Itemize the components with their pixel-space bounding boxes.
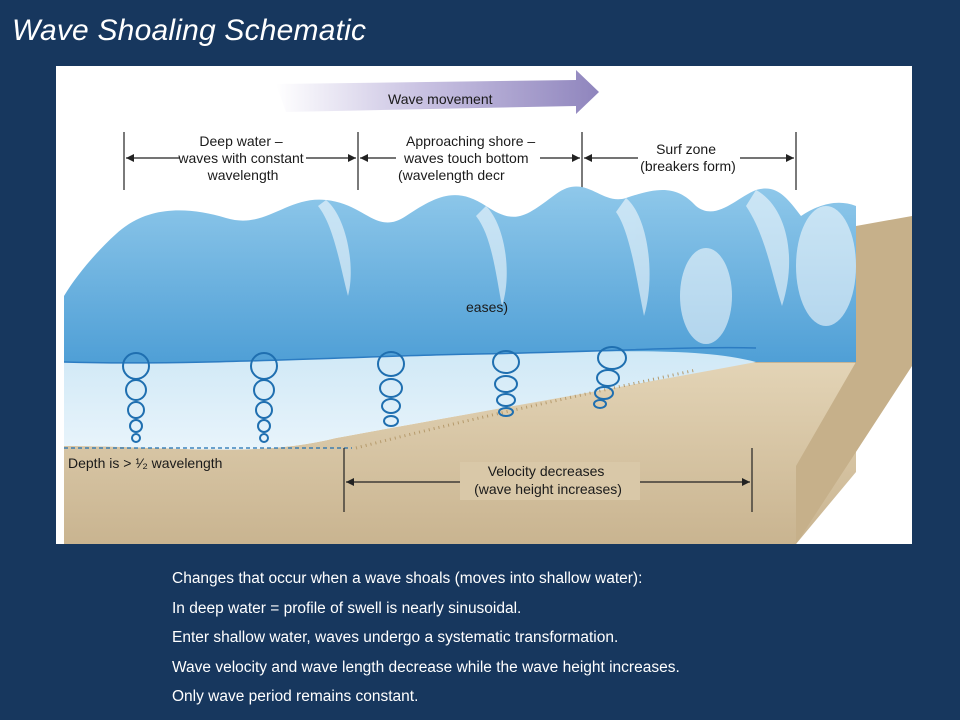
slide-title: Wave Shoaling Schematic	[12, 14, 367, 47]
wave-surface	[63, 186, 856, 364]
orbit-column-2	[250, 352, 278, 443]
orbit-column-3	[377, 351, 405, 427]
depth-label: Depth is > ¹⁄₂ wavelength	[68, 455, 222, 471]
orbit-column-4	[492, 350, 520, 417]
note-line: Changes that occur when a wave shoals (m…	[172, 570, 643, 587]
note-line: Enter shallow water, waves undergo a sys…	[172, 629, 619, 646]
zone-surf-label: Surf zone (breakers form)	[640, 141, 736, 174]
shoaling-diagram: Wave movement Deep water – waves with co…	[56, 66, 912, 544]
orbit-column-1	[122, 352, 150, 443]
velocity-label: Velocity decreases (wave height increase…	[474, 463, 622, 497]
orbit-column-5	[593, 346, 627, 409]
orbital-motion	[122, 346, 627, 443]
zone-brackets	[123, 132, 797, 190]
depth-line: Depth is > ¹⁄₂ wavelength	[64, 447, 352, 471]
velocity-bracket: Velocity decreases (wave height increase…	[343, 448, 753, 512]
underwater-region	[64, 347, 756, 450]
note-line: In deep water = profile of swell is near…	[172, 599, 522, 617]
wave-movement-arrow: Wave movement	[276, 70, 599, 114]
note-line: Wave velocity and wave length decrease w…	[172, 658, 680, 676]
zone-deep-label: Deep water – waves with constant wavelen…	[177, 133, 307, 183]
notes-list: Changes that occur when a wave shoals (m…	[172, 564, 932, 712]
note-line: Only wave period remains constant.	[172, 688, 419, 705]
arrow-label: Wave movement	[388, 91, 493, 107]
zone-approach-label-cont: eases)	[466, 299, 508, 315]
zone-approach-label: Approaching shore – waves touch bottom (…	[398, 133, 539, 183]
